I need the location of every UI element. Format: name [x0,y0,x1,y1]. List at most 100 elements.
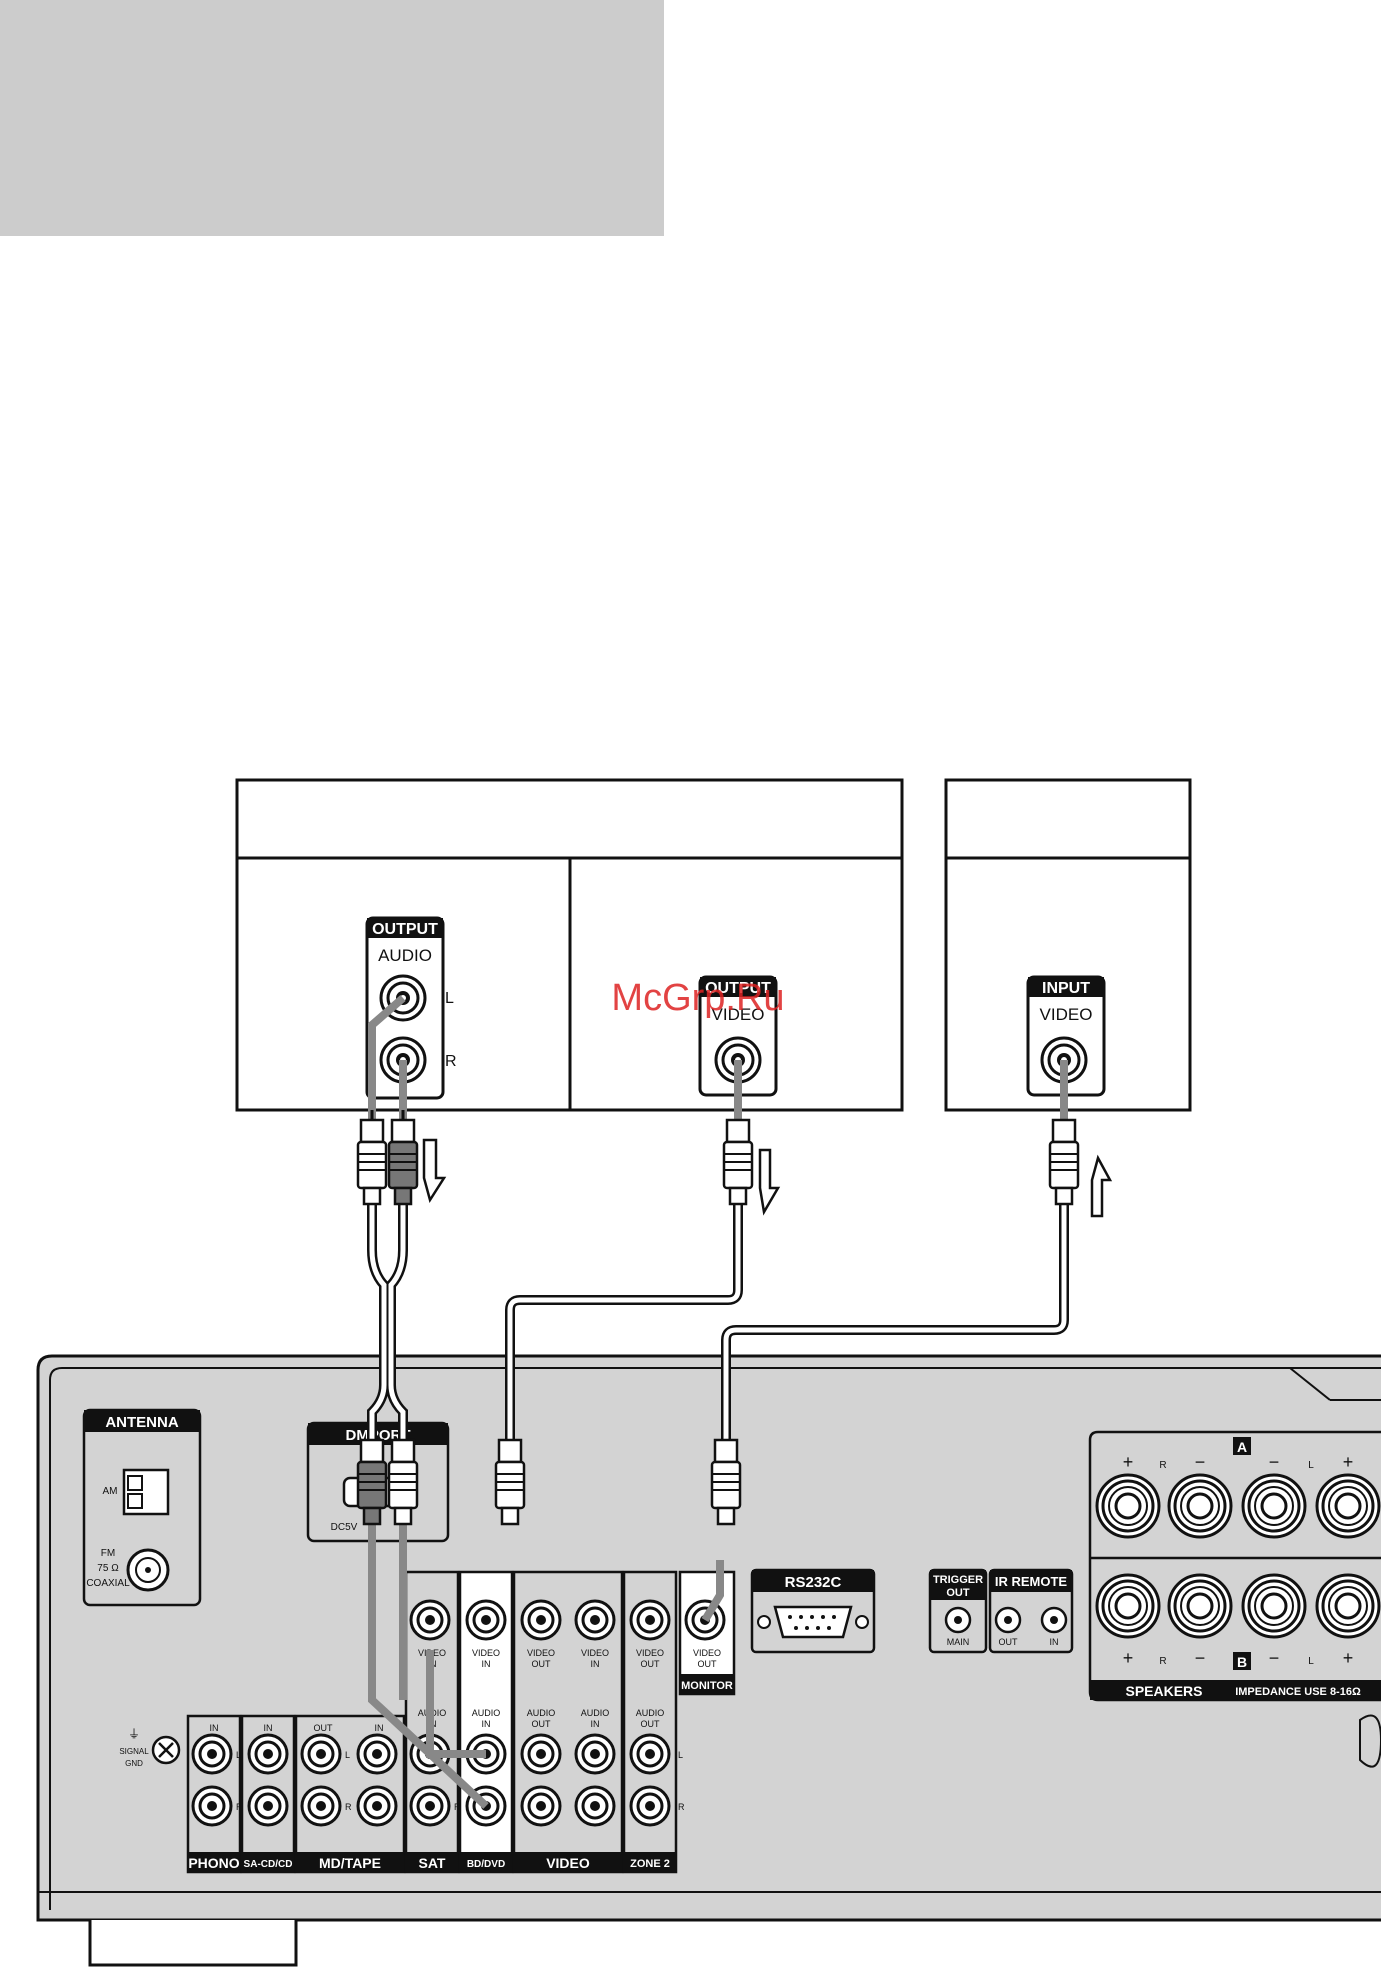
sacd-panel: SA-CD/CD IN [240,1714,296,1874]
bddvd-r-label: R [454,1802,461,1812]
zone2-audio-out-label: OUT [641,1719,661,1729]
arrow-down-audio [422,1138,447,1204]
spk-b-minus-r: − [1195,1648,1206,1668]
video-output-sub: VIDEO [712,1005,765,1024]
phono-l-label: L [236,1750,241,1760]
player-jack-r-label: R [445,1053,457,1070]
video-cable-monitor [721,1200,1069,1440]
spk-a-plus-r: + [1123,1452,1134,1472]
signal-gnd: ⏚ SIGNAL GND [119,1727,181,1768]
sacd-in-label: IN [264,1723,273,1733]
signal-flow-arrows [422,1138,1113,1218]
ir-remote-label: IR REMOTE [995,1574,1068,1589]
video-audio-out-sub: OUT [532,1719,552,1729]
arrow-down-video [758,1148,781,1216]
spk-b-l: L [1308,1656,1314,1667]
arrow-up-tv [1090,1154,1113,1218]
zone2-label: ZONE 2 [630,1858,670,1870]
speakers-impedance: IMPEDANCE USE 8-16Ω [1235,1686,1361,1698]
video-cable-bddvd [505,1200,743,1440]
ir-in-label: IN [1050,1637,1059,1647]
mdtape-l-label: L [345,1750,350,1760]
antenna-section: ANTENNA AM FM 75 Ω COAXIAL [82,1408,202,1607]
spk-b-plus-r: + [1123,1648,1134,1668]
rs232c-label: RS232C [785,1574,842,1591]
svg-text:⏚: ⏚ [128,1727,140,1741]
antenna-fm-label-2: 75 Ω [97,1563,119,1574]
phono-in-label: IN [210,1723,219,1733]
speakers-label: SPEAKERS [1125,1683,1202,1699]
trigger-main-jack[interactable] [944,1606,972,1634]
trigger-out-section: TRIGGER OUT MAIN [928,1568,988,1654]
mdtape-r-label: R [345,1802,352,1812]
spk-a-minus-l: − [1269,1452,1280,1472]
video-audio-in-label: AUDIO [581,1708,610,1718]
fm-coaxial-jack[interactable] [126,1548,170,1592]
monitor-video-label: VIDEO [693,1648,721,1658]
tv-video-input-panel: INPUT VIDEO [1026,975,1106,1097]
sat-label: SAT [419,1855,446,1871]
video-in-video-label: VIDEO [581,1648,609,1658]
spk-a-plus-l: + [1343,1452,1354,1472]
monitor-out-label: OUT [698,1659,718,1669]
rs232c-section: RS232C [750,1568,876,1654]
antenna-title: ANTENNA [105,1414,178,1431]
rs232c-port[interactable] [757,1605,869,1639]
zone2-l-label: L [678,1750,683,1760]
sacd-label: SA-CD/CD [244,1859,293,1870]
bddvd-panel: BD/DVD VIDEO IN AUDIO IN L R [454,1570,514,1874]
spk-b-plus-l: + [1343,1648,1354,1668]
antenna-fm-label-3: COAXIAL [86,1578,130,1589]
audio-output-sub: AUDIO [378,946,432,965]
signal-gnd-label-2: GND [125,1759,143,1768]
header-gray-block [0,0,664,236]
spk-b-r: R [1159,1656,1166,1667]
ir-out-label: OUT [999,1637,1019,1647]
device-plugs [356,1110,1080,1206]
zone2-video-out-label: OUT [641,1659,661,1669]
ir-out-jack[interactable] [994,1606,1022,1634]
dmport-dc-label: DC5V [331,1522,358,1533]
bddvd-audio-in-label: IN [482,1719,491,1729]
zone2-audio-label: AUDIO [636,1708,665,1718]
video-in-label: IN [591,1659,600,1669]
zone2-panel: ZONE 2 VIDEO OUT AUDIO OUT L R [622,1570,685,1874]
ir-in-jack[interactable] [1040,1606,1068,1634]
trigger-label-2: OUT [946,1587,970,1599]
video-audio-in-sub: IN [591,1719,600,1729]
video-input-header: INPUT [1042,980,1090,997]
monitor-label: MONITOR [681,1680,733,1692]
zone2-video-label: VIDEO [636,1648,664,1658]
audio-output-panel: OUTPUT AUDIO L R [365,916,457,1100]
mdtape-out-label: OUT [314,1723,334,1733]
spk-a-l: L [1308,1460,1314,1471]
mdtape-label: MD/TAPE [319,1855,381,1871]
video-panel: VIDEO VIDEO OUT VIDEO IN AUDIO OUT AUDIO… [512,1570,624,1874]
watermark: McGrp.Ru [611,977,784,1019]
antenna-fm-label-1: FM [101,1548,115,1559]
source-device-box [235,778,904,1112]
ir-remote-section: IR REMOTE OUT IN [988,1568,1074,1654]
trigger-main-label: MAIN [947,1637,970,1647]
video-input-sub: VIDEO [1040,1005,1093,1024]
video-out-label: OUT [532,1659,552,1669]
audio-output-header: OUTPUT [372,921,438,938]
mdtape-panel: MD/TAPE OUT IN L R [294,1714,406,1874]
bddvd-audio-label: AUDIO [472,1708,501,1718]
speakers-section: SPEAKERS IMPEDANCE USE 8-16Ω A B + R − −… [1088,1430,1381,1702]
mdtape-in-label: IN [375,1723,384,1733]
trigger-label-1: TRIGGER [933,1574,983,1586]
bddvd-label: BD/DVD [467,1859,505,1870]
gnd-terminal-icon[interactable] [151,1735,181,1765]
video-output-header: OUTPUT [705,980,771,997]
speaker-a-label: A [1237,1439,1247,1455]
signal-gnd-label-1: SIGNAL [119,1747,149,1756]
spk-a-r: R [1159,1460,1166,1471]
phono-label: PHONO [188,1855,239,1871]
spk-b-minus-l: − [1269,1648,1280,1668]
video-audio-out-label: AUDIO [527,1708,556,1718]
bddvd-video-in-label: IN [482,1659,491,1669]
bddvd-video-label: VIDEO [472,1648,500,1658]
monitor-panel: MONITOR VIDEO OUT [678,1570,736,1696]
